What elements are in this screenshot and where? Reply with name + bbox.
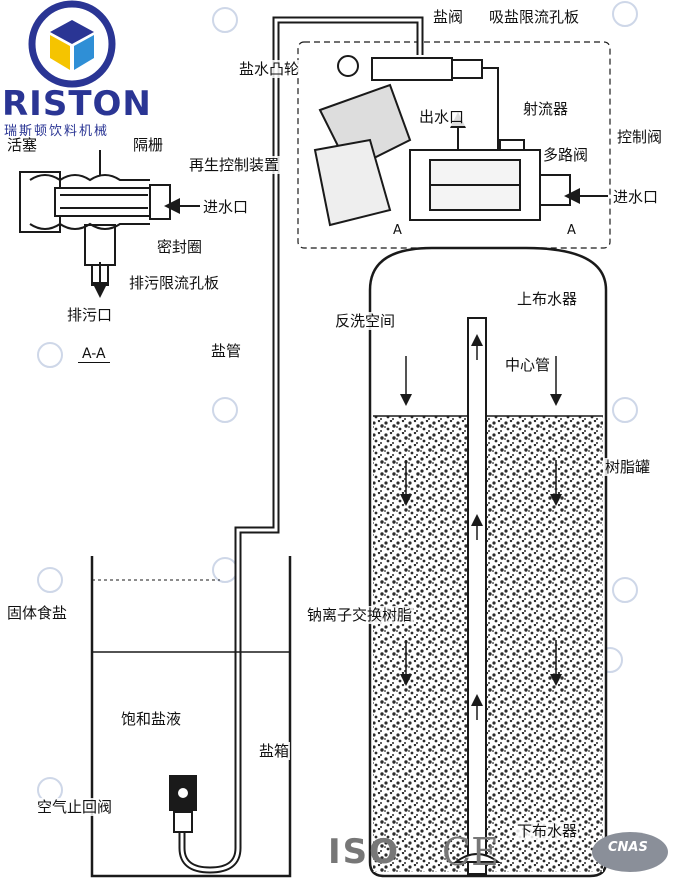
label-brine-orifice: 吸盐限流孔板	[488, 8, 581, 26]
label-ejector: 射流器	[522, 100, 570, 118]
label-brine: 饱和盐液	[120, 710, 183, 728]
riston-logo: RISTON 瑞斯顿饮料机械	[0, 0, 152, 140]
certification-marks: ISO CE CNAS	[320, 820, 680, 886]
label-section-aa: A-A	[78, 346, 110, 363]
salt-pipe-inner	[180, 18, 422, 872]
label-control-valve: 控制阀	[616, 128, 664, 146]
label-outlet: 出水口	[418, 108, 466, 126]
salt-box-shell	[90, 556, 292, 878]
label-solid-salt: 固体食盐	[6, 604, 69, 622]
lower-distributor-shape	[453, 853, 501, 863]
air-check-valve-shape	[169, 775, 197, 833]
label-drain-outlet: 排污口	[66, 306, 114, 324]
label-brine-cam: 盐水凸轮	[238, 60, 301, 78]
label-piston: 活塞	[6, 136, 39, 154]
label-inlet: 进水口	[612, 188, 660, 206]
label-section-mark-left: A	[392, 222, 403, 240]
label-air-check-valve: 空气止回阀	[36, 798, 114, 816]
label-salt-pipe: 盐管	[210, 342, 243, 360]
resin-bed	[373, 416, 603, 872]
upper-valve	[313, 55, 608, 227]
label-lower-distributor: 下布水器	[516, 822, 579, 840]
label-salt-box: 盐箱	[258, 742, 291, 760]
brand-subtitle: 瑞斯顿饮料机械	[4, 124, 110, 139]
label-center-tube: 中心管	[504, 356, 552, 374]
label-backwash-space: 反洗空间	[334, 312, 397, 330]
iso-mark: ISO	[328, 832, 401, 872]
label-spacer: 隔栅	[132, 136, 165, 154]
label-section-mark-right: A	[566, 222, 577, 240]
cnas-badge-icon	[592, 832, 668, 872]
flow-arrows	[400, 356, 562, 686]
center-tube-shape	[467, 317, 487, 875]
brand-name: RISTON	[2, 84, 152, 124]
watermark-group	[37, 1, 638, 803]
label-salt-valve: 盐阀	[432, 8, 465, 26]
cnas-mark: CNAS	[608, 840, 648, 855]
label-regen-control: 再生控制装置	[188, 156, 281, 174]
label-resin-tank: 树脂罐	[604, 458, 652, 476]
label-resin: 钠离子交换树脂	[306, 606, 414, 624]
label-drain-orifice: 排污限流孔板	[128, 274, 221, 292]
label-upper-distributor: 上布水器	[516, 290, 579, 308]
ce-mark: CE	[442, 830, 499, 874]
label-inlet-detail: 进水口	[202, 198, 250, 216]
label-seal-ring: 密封圈	[156, 238, 204, 256]
section-detail	[19, 150, 200, 298]
logo-mark	[28, 0, 116, 88]
label-multiport-valve: 多路阀	[542, 146, 590, 164]
